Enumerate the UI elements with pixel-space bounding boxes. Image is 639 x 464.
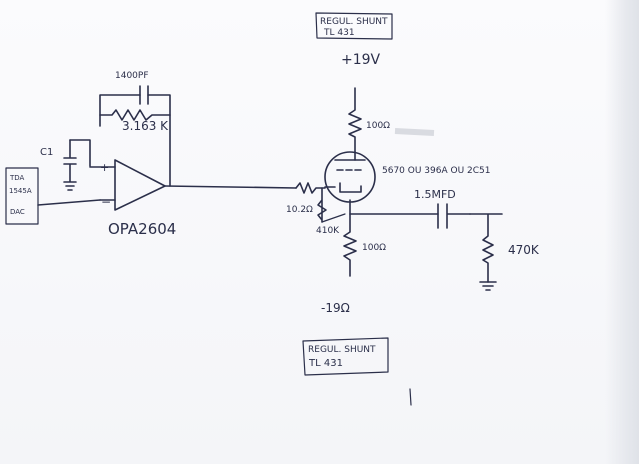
bottom-shunt-regulator-box: REGUL. SHUNT TL 431: [302, 337, 389, 376]
tda-line2-label: 1545A: [9, 187, 32, 195]
coupling-cap-label: 1.5MFD: [414, 188, 456, 201]
minus-supply-label: -19Ω: [321, 301, 350, 315]
bottom-100-ohm-resistor: 100Ω: [343, 199, 386, 277]
tda-line1-label: TDA: [9, 174, 25, 182]
stray-mark: [409, 388, 412, 406]
grid-input-resistor: [295, 182, 326, 194]
opamp-minus-sign: −: [101, 195, 111, 209]
cap-c1-label: C1: [40, 147, 53, 158]
bot-shunt-label-line1: REGUL. SHUNT: [308, 345, 376, 355]
res-bottom-100-label: 100Ω: [362, 243, 386, 253]
coupling-capacitor: 1.5MFD: [414, 188, 471, 229]
bot-shunt-label-line2: TL 431: [308, 358, 343, 369]
load-resistor-470k: 470K: [469, 213, 540, 291]
opamp-name-label: OPA2604: [108, 220, 176, 238]
tda1545a-dac-box: TDA 1545A DAC: [5, 167, 101, 225]
cap-1400-label: 1400PF: [115, 71, 149, 81]
smudge-mark: [394, 128, 435, 136]
res-410k-label: 410K: [316, 226, 340, 236]
dac-to-opamp-wire: [37, 199, 101, 206]
grid-resistor-10-2: 10.2Ω 410K: [286, 187, 346, 236]
plus-supply-label: +19V: [341, 52, 381, 68]
res-grid-label: 10.2Ω: [286, 205, 313, 215]
opamp-feedback-network: 1400PF 3.163 K: [69, 71, 171, 187]
capacitor-c1: C1: [40, 139, 77, 191]
tube-models-label: 5670 OU 396A OU 2C51: [382, 166, 491, 176]
top-shunt-label-line2: TL 431: [323, 28, 355, 38]
vacuum-tube-symbol: 5670 OU 396A OU 2C51: [324, 151, 491, 203]
top-shunt-label-line1: REGUL. SHUNT: [320, 17, 388, 27]
res-top-100-label: 100Ω: [366, 121, 390, 131]
opamp-triangle: + − OPA2604: [89, 159, 176, 238]
res-load-label: 470K: [508, 243, 540, 257]
res-feedback-label: 3.163 K: [122, 119, 169, 133]
top-shunt-regulator-box: REGUL. SHUNT TL 431: [315, 12, 393, 40]
opamp-plus-sign: +: [100, 161, 109, 174]
tda-line3-label: DAC: [10, 208, 25, 216]
opamp-output-wire: [164, 185, 297, 189]
top-100-ohm-resistor: 100Ω: [348, 87, 390, 153]
